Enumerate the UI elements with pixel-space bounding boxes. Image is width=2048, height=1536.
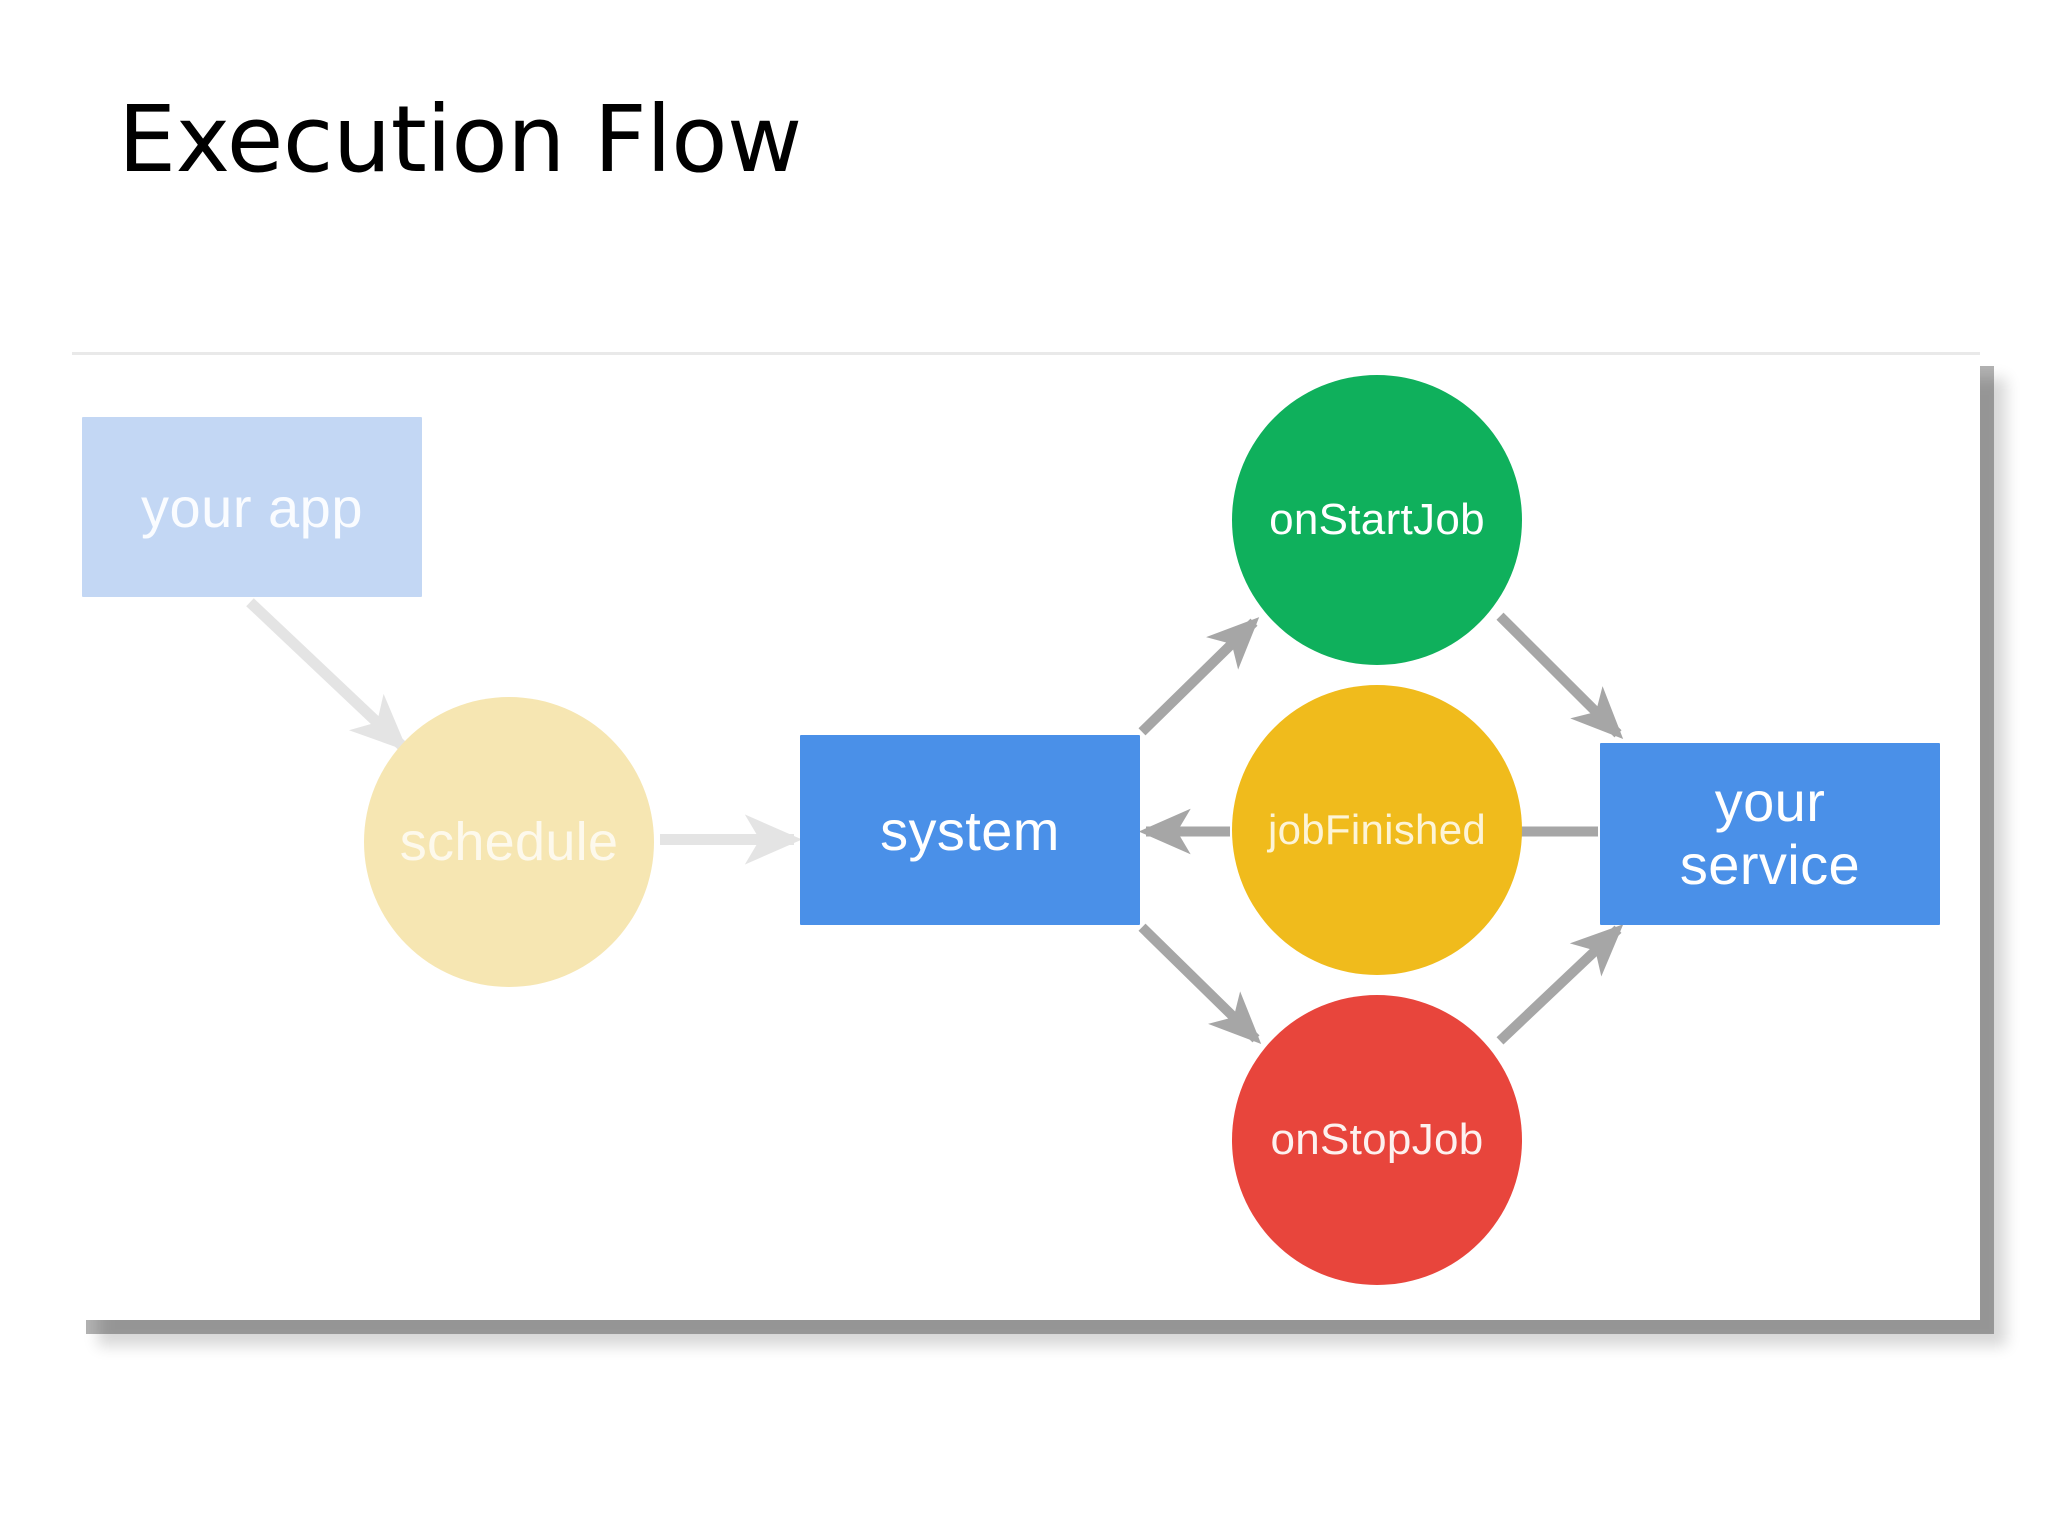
edge-your-app-to-schedule xyxy=(246,598,408,752)
node-your-service-label-line1: your xyxy=(1714,770,1826,834)
node-your-app[interactable]: your app xyxy=(82,417,422,597)
node-your-service[interactable]: your service xyxy=(1600,743,1940,925)
edge-system-to-on-start-job xyxy=(1138,617,1260,736)
edge-on-start-job-to-your-service xyxy=(1496,612,1624,739)
node-on-stop-job-label: onStopJob xyxy=(1270,1115,1484,1164)
execution-flow-figure: your app schedule system onStartJob jobF… xyxy=(72,352,1980,1320)
node-on-start-job[interactable]: onStartJob xyxy=(1232,375,1522,665)
node-on-stop-job[interactable]: onStopJob xyxy=(1232,995,1522,1285)
diagram-edges-canvas xyxy=(246,598,1624,1045)
edge-on-stop-job-to-your-service xyxy=(1496,924,1624,1045)
node-your-service-label: your service xyxy=(1600,770,1940,896)
node-job-finished-label: jobFinished xyxy=(1267,806,1487,853)
node-system-label: system xyxy=(880,798,1060,862)
node-on-start-job-label: onStartJob xyxy=(1269,495,1485,544)
node-schedule-label: schedule xyxy=(399,812,619,872)
node-system[interactable]: system xyxy=(800,735,1140,925)
node-your-service-label-line2: service xyxy=(1679,833,1861,896)
node-job-finished[interactable]: jobFinished xyxy=(1232,685,1522,975)
edge-system-to-on-stop-job xyxy=(1138,923,1262,1044)
node-your-app-label: your app xyxy=(141,475,363,539)
page-title: Execution Flow xyxy=(118,86,802,193)
node-schedule[interactable]: schedule xyxy=(364,697,654,987)
